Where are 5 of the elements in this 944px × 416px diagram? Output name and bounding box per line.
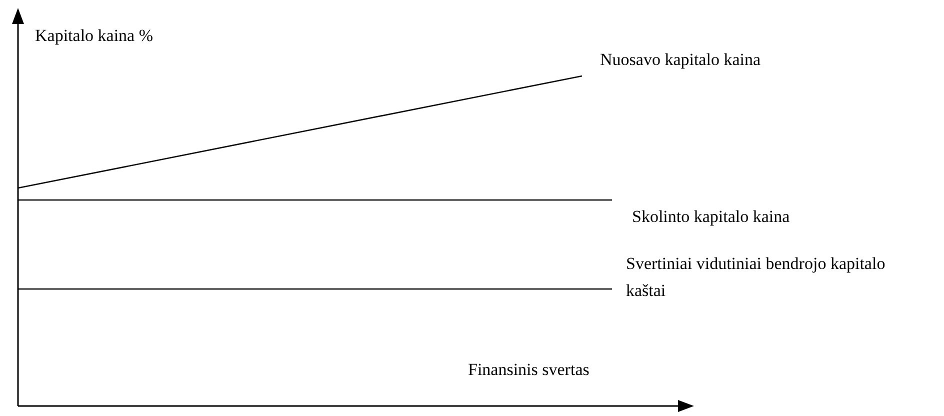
axis-label: Finansinis svertas — [468, 359, 590, 381]
line-label: Svertiniai vidutiniai bendrojo kapitalo kaštai — [626, 253, 886, 302]
line-label: Nuosavo kapitalo kaina — [600, 49, 761, 71]
axis-label: Kapitalo kaina % — [35, 25, 154, 47]
line-label: Skolinto kapitalo kaina — [632, 206, 790, 228]
